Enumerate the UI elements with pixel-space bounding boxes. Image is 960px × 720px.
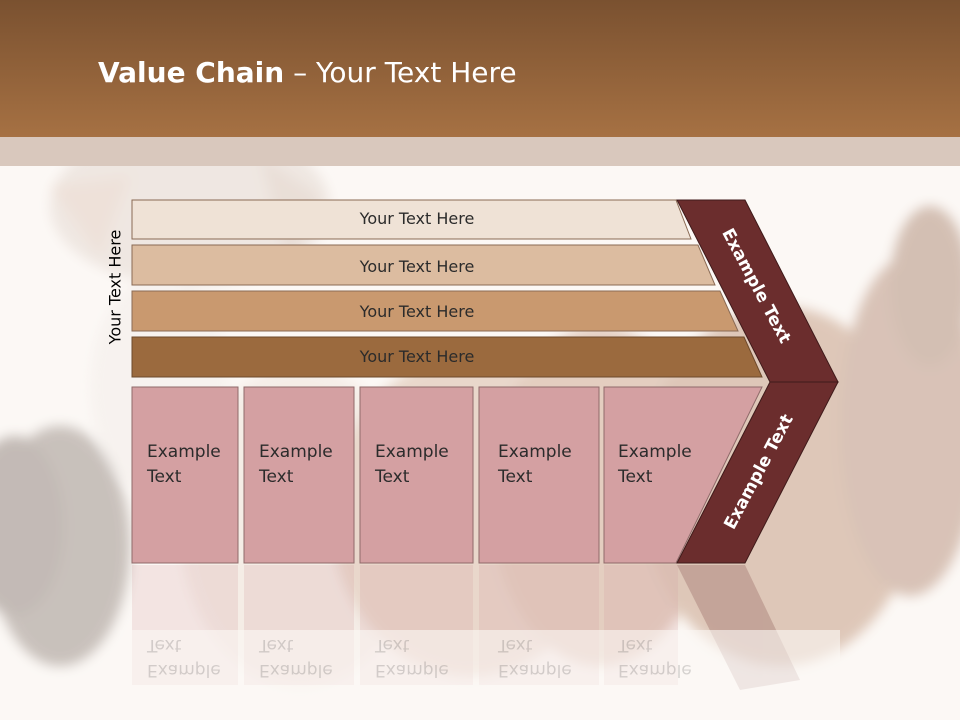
bar-1 [131, 199, 692, 240]
bar-2-label: Your Text Here [359, 257, 475, 276]
bar-4 [131, 336, 763, 378]
title-bar [0, 0, 960, 137]
box-1-label: Example Text [147, 442, 221, 487]
box-1 [131, 386, 239, 564]
box-5-label: Example Text [618, 442, 692, 487]
slide-title-bold: Value Chain [98, 56, 285, 89]
bar-3 [131, 290, 739, 332]
bar-1-label: Your Text Here [359, 209, 475, 228]
box-5-reflection: Example Text [618, 635, 692, 680]
box-4 [478, 386, 600, 564]
box-2 [243, 386, 355, 564]
title-bar-band [0, 137, 960, 166]
box-3 [359, 386, 474, 564]
box-2-reflection: Example Text [259, 635, 333, 680]
box-3-label: Example Text [375, 442, 449, 487]
slide-title: Value Chain – Your Text Here [98, 56, 517, 89]
box-5 [603, 386, 763, 564]
chevron-lower [676, 381, 839, 564]
box-4-label: Example Text [498, 442, 572, 487]
box-2-label: Example Text [259, 442, 333, 487]
box-4-reflection: Example Text [498, 635, 572, 680]
slide-title-rest: – Your Text Here [284, 56, 517, 89]
box-1-reflection: Example Text [147, 635, 221, 680]
bar-2 [131, 244, 716, 286]
bar-3-label: Your Text Here [359, 302, 475, 321]
box-3-reflection: Example Text [375, 635, 449, 680]
bar-4-label: Your Text Here [359, 347, 475, 366]
